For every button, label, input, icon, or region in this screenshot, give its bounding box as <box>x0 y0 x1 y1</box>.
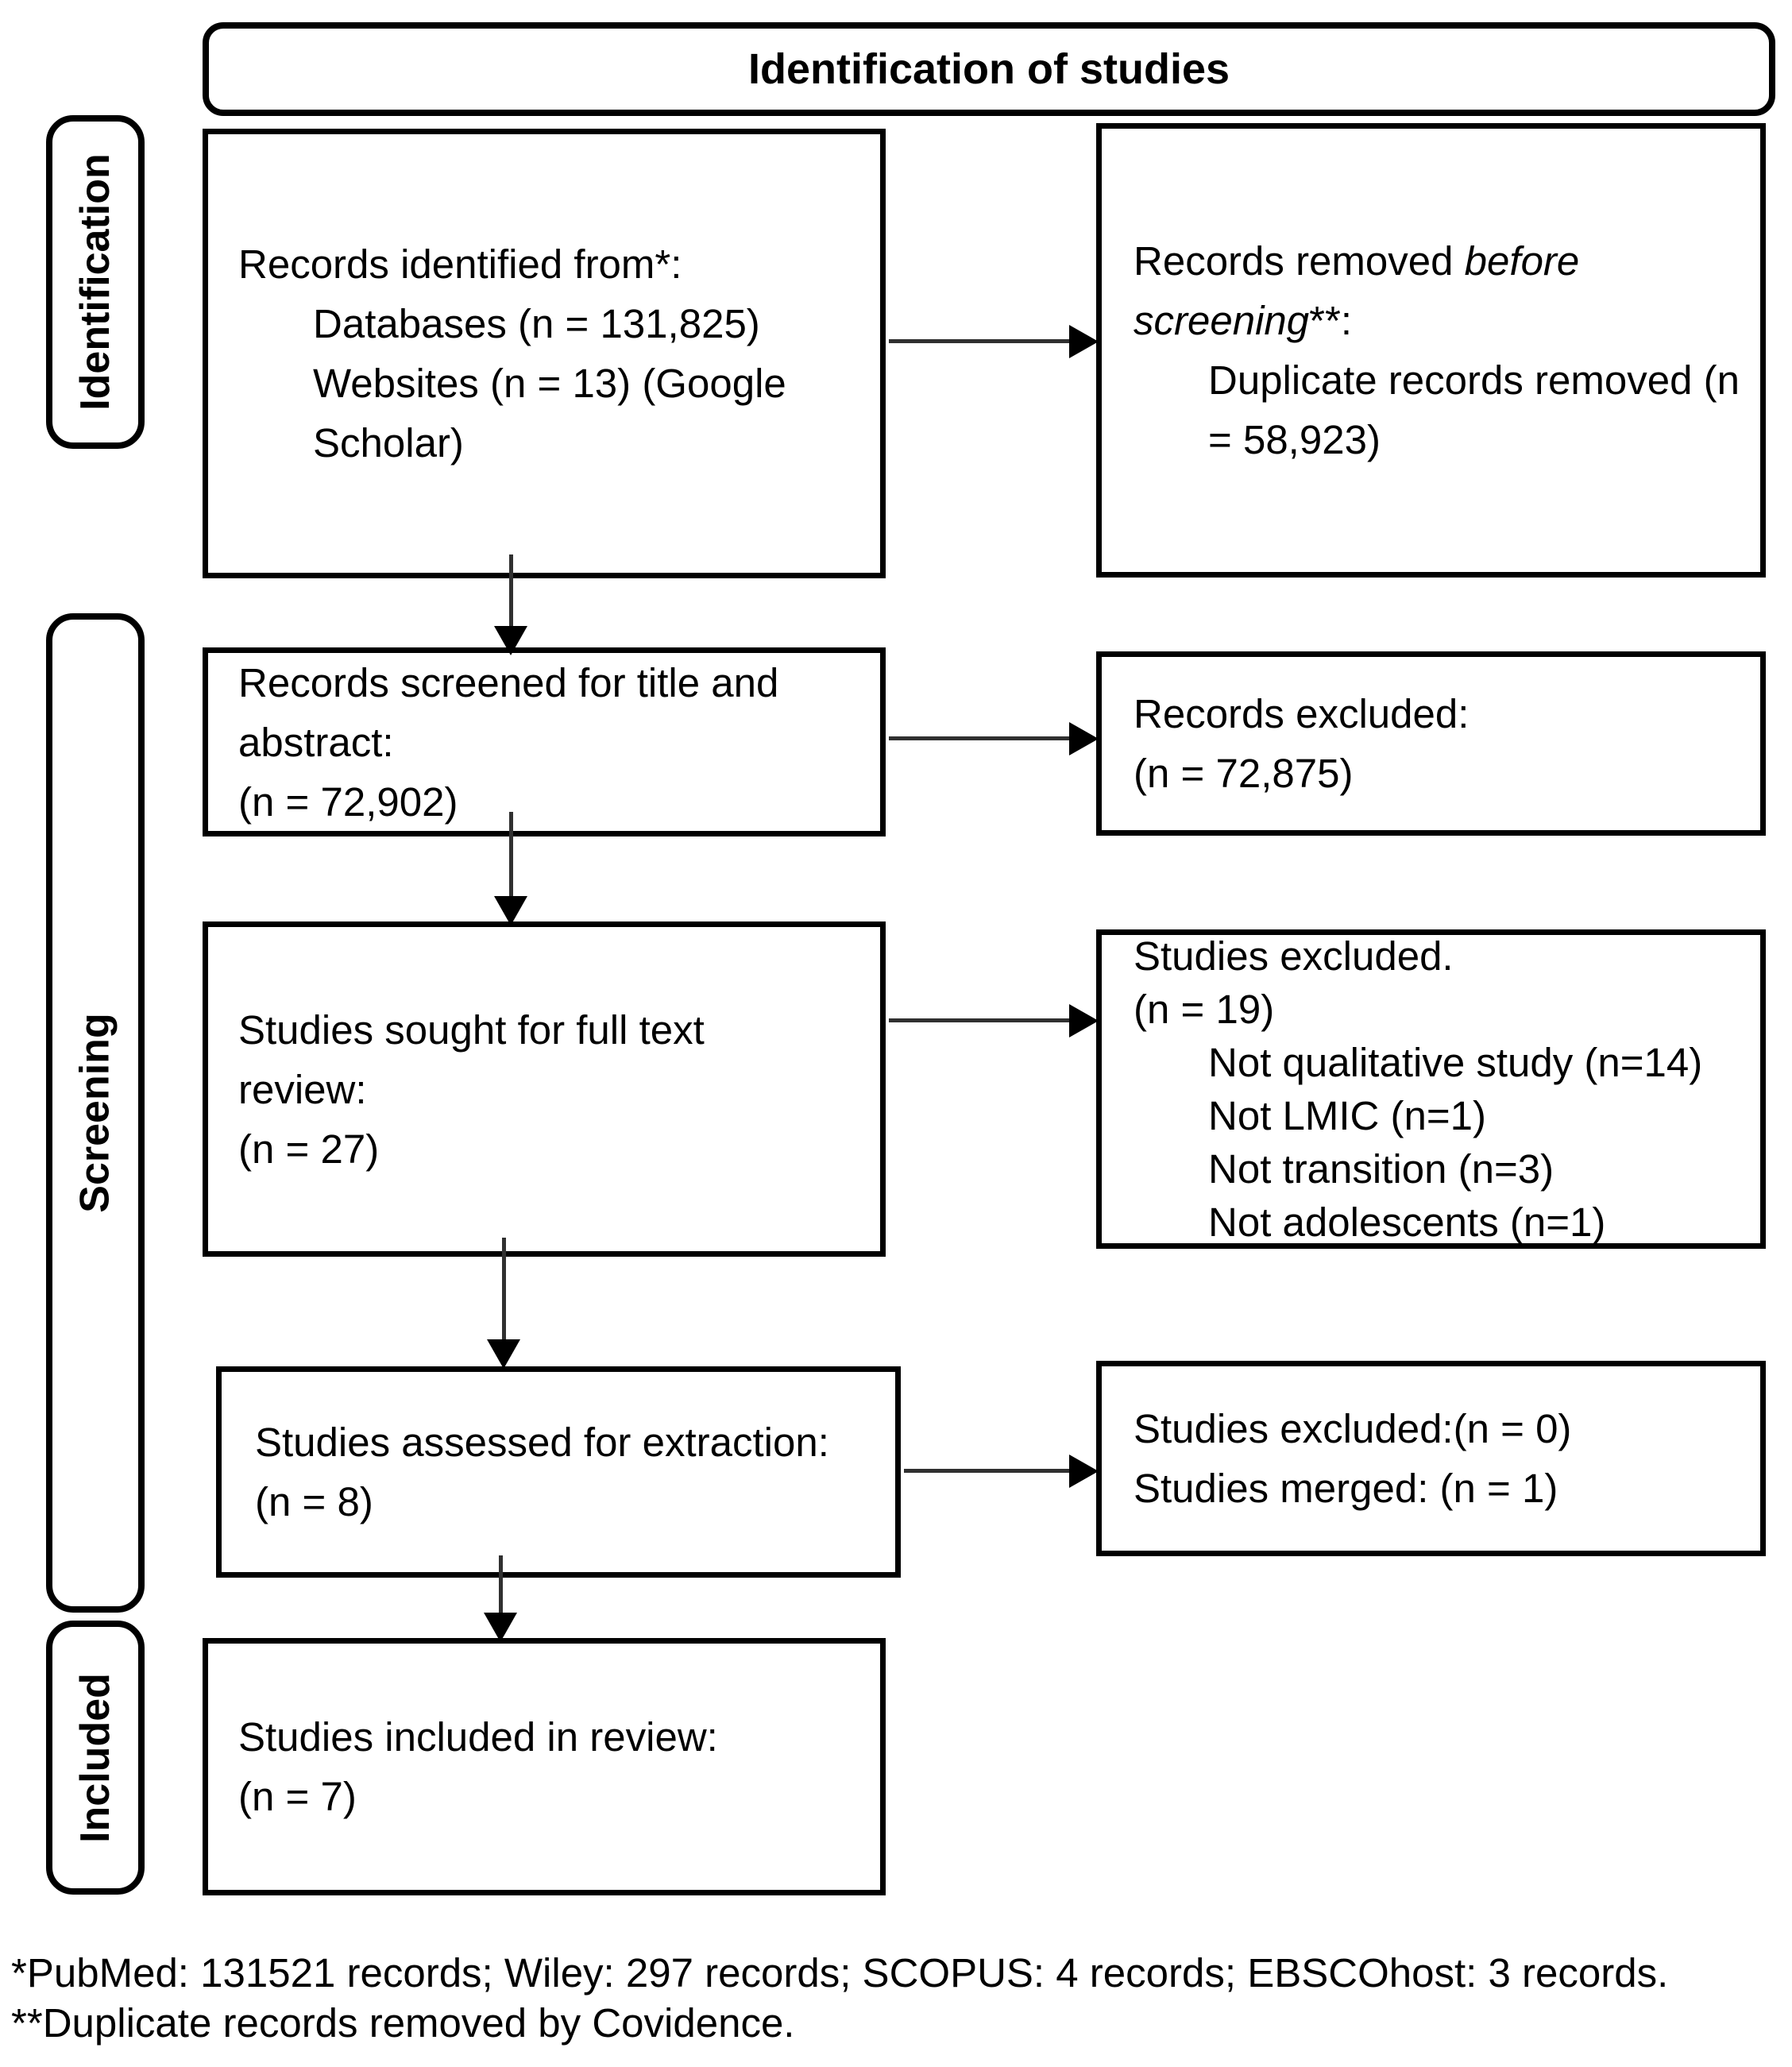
records-identified-line2: Databases (n = 131,825) <box>313 301 760 346</box>
studies-assessed-line2: (n = 8) <box>255 1479 373 1524</box>
studies-sought-line3: (n = 27) <box>238 1126 380 1172</box>
studies-excluded-line2: (n = 19) <box>1134 987 1275 1032</box>
studies-excluded-line3: Not qualitative study (n=14) <box>1208 1040 1703 1085</box>
studies-sought-line2: review: <box>238 1066 367 1112</box>
box-records-removed: Records removed before screening**: Dupl… <box>1096 123 1766 578</box>
connector-sought-to-excluded <box>889 1018 1071 1022</box>
records-screened-line3: (n = 72,902) <box>238 779 458 825</box>
stage-screening: Screening <box>46 613 145 1613</box>
arrowhead-screened-to-sought <box>494 896 527 925</box>
connector-screened-to-sought <box>509 812 513 901</box>
records-excluded-line2: (n = 72,875) <box>1134 751 1354 796</box>
diagram-title: Identification of studies <box>747 45 1230 93</box>
arrowhead-assessed-to-excluded-merged <box>1069 1455 1099 1488</box>
studies-excluded-line5: Not transition (n=3) <box>1208 1146 1554 1192</box>
arrowhead-sought-to-assessed <box>487 1339 520 1369</box>
studies-excluded-line6: Not adolescents (n=1) <box>1208 1200 1606 1245</box>
records-removed-line1-normal: Records removed <box>1134 238 1465 284</box>
box-records-identified: Records identified from*: Databases (n =… <box>203 129 886 578</box>
records-screened-line2: abstract: <box>238 719 394 765</box>
stage-identification-label: Identification <box>72 153 118 411</box>
stage-screening-label: Screening <box>72 1013 119 1213</box>
footnote-covidence: **Duplicate records removed by Covidence… <box>11 2000 795 2046</box>
studies-excluded-line1: Studies excluded. <box>1134 933 1454 979</box>
stage-included-label: Included <box>72 1672 119 1843</box>
records-identified-line4: Scholar) <box>313 420 464 466</box>
records-screened-line1: Records screened for title and <box>238 659 779 705</box>
records-identified-line3: Websites (n = 13) (Google <box>313 361 786 406</box>
records-identified-line1: Records identified from*: <box>238 241 682 287</box>
studies-excluded-line4: Not LMIC (n=1) <box>1208 1093 1487 1138</box>
connector-assessed-to-excluded-merged <box>904 1469 1071 1473</box>
arrowhead-assessed-to-included <box>484 1613 517 1642</box>
box-records-screened: Records screened for title and abstract:… <box>203 647 886 836</box>
studies-sought-line1: Studies sought for full text <box>238 1006 705 1053</box>
stage-included: Included <box>46 1621 145 1895</box>
header-banner: Identification of studies <box>203 22 1775 116</box>
records-removed-line2: screening**: <box>1134 291 1760 350</box>
studies-excluded-merged-line1: Studies excluded:(n = 0) <box>1134 1406 1572 1451</box>
studies-included-line1: Studies included in review: <box>238 1714 718 1760</box>
records-removed-line1-italic: before <box>1464 238 1580 284</box>
records-removed-line2-italic: screening <box>1134 298 1310 343</box>
connector-screened-to-excluded <box>889 736 1071 740</box>
box-studies-excluded-merged: Studies excluded:(n = 0) Studies merged:… <box>1096 1361 1766 1556</box>
footnotes: *PubMed: 131521 records; Wiley: 297 reco… <box>11 1948 1775 2048</box>
box-studies-sought: Studies sought for full text review: (n … <box>203 921 886 1257</box>
studies-included-line2: (n = 7) <box>238 1774 357 1819</box>
arrowhead-identified-to-removed <box>1069 325 1099 358</box>
stage-identification: Identification <box>46 115 145 449</box>
studies-assessed-line1: Studies assessed for extraction: <box>255 1420 829 1465</box>
studies-excluded-merged-line2: Studies merged: (n = 1) <box>1134 1466 1558 1511</box>
arrowhead-identified-to-screened <box>494 626 527 655</box>
footnote-sources: *PubMed: 131521 records; Wiley: 297 reco… <box>11 1950 1669 1996</box>
box-studies-excluded: Studies excluded. (n = 19) Not qualitati… <box>1096 929 1766 1249</box>
arrowhead-sought-to-excluded <box>1069 1004 1099 1037</box>
box-studies-assessed: Studies assessed for extraction: (n = 8) <box>216 1366 901 1578</box>
connector-sought-to-assessed <box>502 1238 506 1343</box>
box-records-excluded: Records excluded: (n = 72,875) <box>1096 651 1766 836</box>
connector-identified-to-removed <box>889 339 1071 343</box>
arrowhead-screened-to-excluded <box>1069 722 1099 755</box>
box-studies-included: Studies included in review: (n = 7) <box>203 1638 886 1895</box>
records-removed-line2-normal: **: <box>1309 298 1353 343</box>
records-removed-line1: Records removed before <box>1134 231 1760 291</box>
records-removed-line3: Duplicate records removed (n <box>1208 357 1740 403</box>
connector-identified-to-screened <box>509 554 513 636</box>
connector-assessed-to-included <box>499 1555 503 1621</box>
records-removed-line4: = 58,923) <box>1208 417 1381 462</box>
records-excluded-line1: Records excluded: <box>1134 691 1470 736</box>
